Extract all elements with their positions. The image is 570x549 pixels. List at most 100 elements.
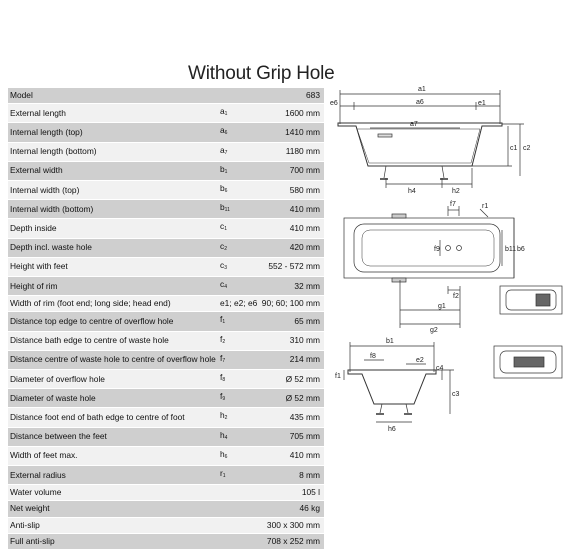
dim-f1: f1: [335, 373, 341, 380]
spec-symbol-letter: b: [220, 163, 225, 174]
spec-symbol-subscript: 1: [224, 111, 228, 118]
spec-label: External length: [8, 103, 218, 123]
spec-symbol: c3: [218, 256, 260, 277]
spec-symbol-letter: f: [220, 372, 223, 383]
spec-symbol: [218, 88, 260, 104]
spec-value: 32 mm: [259, 276, 324, 296]
dim-a1: a1: [418, 86, 426, 93]
top-view: [343, 206, 515, 328]
dim-g2: g2: [430, 327, 438, 334]
side-view: [337, 90, 524, 188]
dim-b6: b6: [517, 246, 525, 253]
spec-label: Full anti-slip: [8, 532, 218, 549]
spec-symbol-subscript: 7: [222, 357, 226, 364]
spec-symbol: [218, 516, 260, 534]
spec-label: Internal length (bottom): [8, 141, 218, 162]
spec-label: Distance top edge to centre of overflow …: [8, 311, 218, 332]
dim-h6: h6: [388, 426, 396, 433]
spec-symbol-subscript: 4: [224, 434, 228, 441]
dim-f7: f7: [450, 201, 456, 208]
spec-symbol-letter: f: [220, 333, 223, 344]
spec-symbol-letter: h: [220, 448, 225, 459]
dim-b11: b11: [505, 246, 516, 253]
spec-symbol: f9: [218, 388, 260, 408]
spec-value: 46 kg: [259, 500, 324, 518]
dim-b1: b1: [386, 338, 394, 345]
spec-symbol: f8: [218, 369, 260, 389]
spec-value: 410 mm: [259, 199, 324, 219]
spec-symbol-subscript: 2: [224, 415, 228, 422]
spec-symbol-letter: a: [220, 144, 225, 155]
spec-label: Water volume: [8, 484, 218, 501]
spec-symbol: f7: [218, 349, 260, 370]
spec-symbol-letter: h: [220, 429, 225, 440]
end-view: [343, 342, 454, 423]
spec-label: Distance between the feet: [8, 426, 218, 447]
spec-symbol: [218, 532, 260, 549]
dim-f8: f8: [370, 353, 376, 360]
spec-value: 700 mm: [259, 160, 324, 181]
spec-symbol-subscript: 8: [222, 377, 226, 384]
dim-e1: e1: [478, 100, 486, 107]
spec-symbol: r1: [218, 465, 260, 485]
spec-label: Width of feet max.: [8, 445, 218, 466]
spec-symbol-letter: f: [220, 352, 223, 363]
spec-label: Net weight: [8, 500, 218, 518]
spec-value: 105 l: [259, 484, 324, 501]
spec-symbol: b6: [218, 180, 260, 200]
dim-e2: e2: [416, 357, 424, 364]
spec-symbol: h4: [218, 426, 260, 447]
spec-row: Water volume 105 l: [8, 484, 324, 501]
spec-value: Ø 52 mm: [259, 388, 324, 408]
dim-g1: g1: [438, 303, 446, 310]
spec-label: Depth incl. waste hole: [8, 237, 218, 258]
spec-symbol-letter: f: [220, 314, 223, 325]
spec-symbol-subscript: 1: [224, 226, 227, 233]
spec-symbol-subscript: 2: [224, 245, 227, 252]
spec-value: 1410 mm: [259, 122, 324, 143]
spec-row: Net weight 46 kg: [8, 500, 324, 518]
spec-value: 580 mm: [259, 180, 324, 200]
spec-symbol-subscript: 6: [224, 453, 228, 460]
spec-row: Distance bath edge to centre of waste ho…: [8, 330, 324, 351]
spec-symbol: [218, 500, 260, 518]
spec-label: Depth inside: [8, 218, 218, 239]
spec-symbol: [218, 484, 260, 501]
spec-row: Full anti-slip 708 x 252 mm: [8, 532, 324, 549]
spec-label: Distance bath edge to centre of waste ho…: [8, 330, 218, 351]
spec-symbol: a1: [218, 103, 260, 123]
spec-symbol-letter: h: [220, 410, 225, 421]
spec-value: 90; 60; 100 mm: [259, 295, 324, 312]
dim-h4: h4: [408, 188, 416, 195]
spec-symbol-full: e1; e2; e6: [220, 298, 258, 309]
spec-value: 214 mm: [259, 349, 324, 370]
spec-symbol-subscript: 6: [224, 130, 228, 137]
spec-label: External width: [8, 160, 218, 181]
spec-symbol: f2: [218, 330, 260, 351]
spec-symbol-letter: a: [220, 125, 225, 136]
spec-label: Diameter of overflow hole: [8, 369, 218, 389]
dim-e6: e6: [330, 100, 338, 107]
page-title: Without Grip Hole: [188, 63, 335, 84]
spec-symbol-letter: r: [220, 468, 223, 479]
spec-label: Model: [8, 88, 218, 104]
spec-symbol-letter: b: [220, 202, 225, 213]
spec-value: 708 x 252 mm: [259, 532, 324, 549]
dim-a6: a6: [416, 99, 424, 106]
spec-symbol-letter: f: [220, 391, 223, 402]
spec-value: 410 mm: [259, 445, 324, 466]
spec-symbol: c1: [218, 218, 260, 239]
spec-symbol: h2: [218, 407, 260, 428]
spec-symbol-letter: b: [220, 183, 225, 194]
dim-f2: f2: [453, 293, 459, 300]
spec-symbol-subscript: 11: [224, 207, 230, 214]
spec-symbol-subscript: 3: [224, 264, 227, 271]
spec-label: Internal width (top): [8, 180, 218, 200]
spec-symbol-subscript: 1: [222, 319, 226, 326]
